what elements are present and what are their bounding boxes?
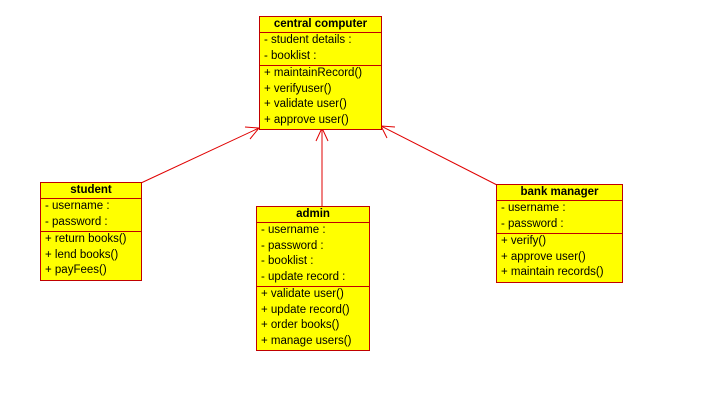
- attribute: - username :: [45, 200, 110, 212]
- attribute: - username :: [501, 202, 566, 214]
- class-admin[interactable]: admin - username : - password : - bookli…: [256, 206, 370, 351]
- class-name: admin: [257, 207, 369, 223]
- operation: + maintain records(): [501, 266, 604, 278]
- link-bank-manager-to-central: [380, 125, 498, 186]
- attribute: - booklist :: [264, 49, 317, 62]
- operation: + return books(): [45, 233, 127, 245]
- operation: + lend books(): [45, 248, 119, 261]
- operation: + order books(): [261, 319, 340, 331]
- operation: + payFees(): [45, 264, 107, 276]
- attributes-section: - username : - password : - booklist : -…: [257, 223, 369, 287]
- operation: + approve user(): [501, 250, 586, 263]
- operation: + validate user(): [261, 288, 344, 300]
- attribute: - booklist :: [261, 255, 314, 267]
- attribute: - update record :: [261, 270, 346, 283]
- class-name: central computer: [260, 17, 381, 33]
- class-name: student: [41, 183, 141, 199]
- attribute: - username :: [261, 224, 326, 236]
- class-bank-manager[interactable]: bank manager - username : - password : +…: [496, 184, 623, 283]
- operation: + verify(): [501, 235, 547, 247]
- attribute: - student details :: [264, 34, 352, 46]
- operation: + update record(): [261, 303, 350, 316]
- operations-section: + return books() + lend books() + payFee…: [41, 232, 141, 280]
- class-central-computer[interactable]: central computer - student details : - b…: [259, 16, 382, 130]
- operation: + approve user(): [264, 113, 349, 126]
- operations-section: + validate user() + update record() + or…: [257, 287, 369, 350]
- operation: + maintainRecord(): [264, 67, 363, 79]
- operations-section: + verify() + approve user() + maintain r…: [497, 234, 622, 282]
- attributes-section: - username : - password :: [497, 201, 622, 234]
- operation: + verifyuser(): [264, 82, 332, 95]
- class-student[interactable]: student - username : - password : + retu…: [40, 182, 142, 281]
- attributes-section: - student details : - booklist :: [260, 33, 381, 66]
- attribute: - password :: [261, 239, 324, 252]
- operations-section: + maintainRecord() + verifyuser() + vali…: [260, 66, 381, 129]
- attribute: - password :: [501, 217, 564, 230]
- operation: + manage users(): [261, 334, 352, 347]
- attribute: - password :: [45, 215, 108, 228]
- link-student-to-central: [140, 127, 260, 184]
- operation: + validate user(): [264, 98, 347, 110]
- attributes-section: - username : - password :: [41, 199, 141, 232]
- class-name: bank manager: [497, 185, 622, 201]
